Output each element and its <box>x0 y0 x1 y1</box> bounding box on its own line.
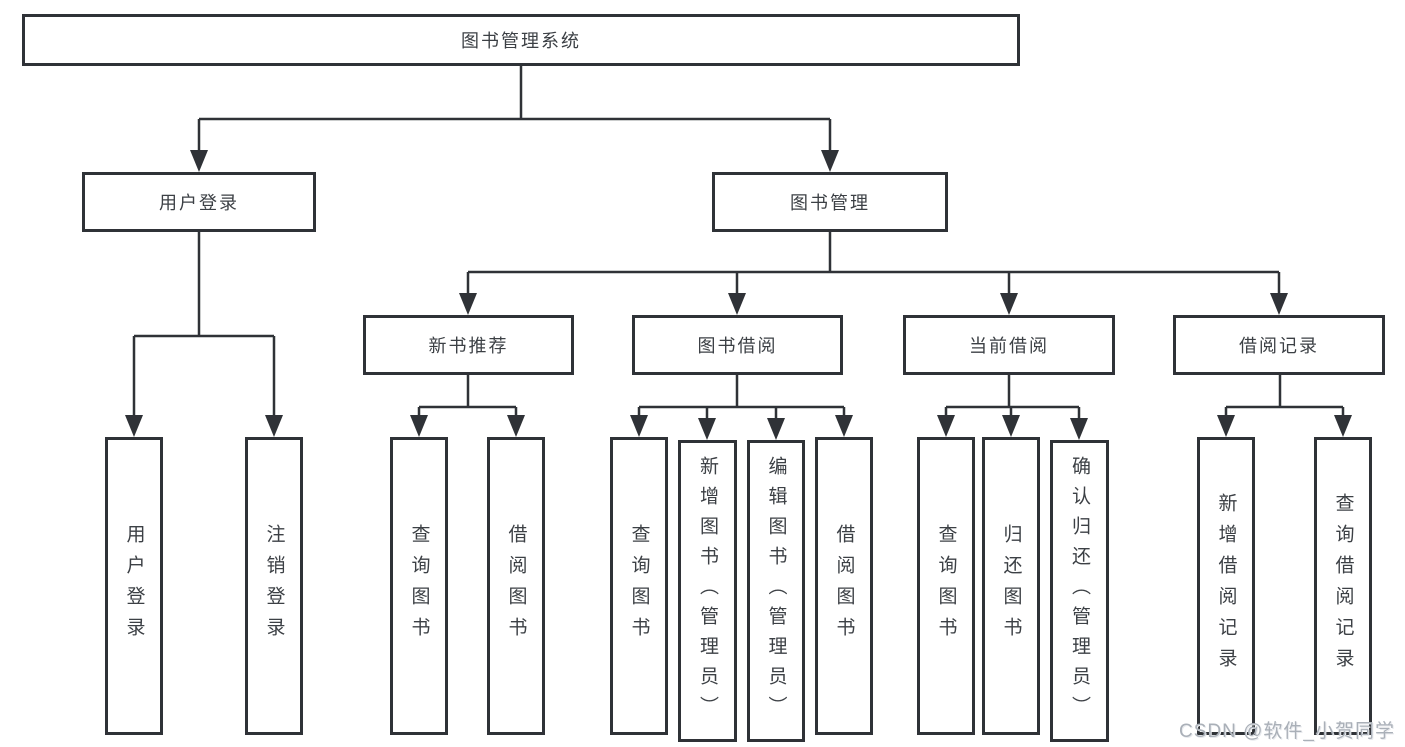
leaf-br-query-record-label: 查询借阅记录 <box>1332 493 1354 679</box>
leaf-cb-confirm-return-admin: 确认归还（管理员） <box>1050 440 1109 742</box>
leaf-nb-query-books-label: 查询图书 <box>408 524 430 648</box>
leaf-br-query-record: 查询借阅记录 <box>1314 437 1372 735</box>
leaf-br-add-record: 新增借阅记录 <box>1197 437 1255 735</box>
node-current-borrowing: 当前借阅 <box>903 315 1115 375</box>
leaf-nb-query-books: 查询图书 <box>390 437 448 735</box>
node-root-label: 图书管理系统 <box>461 31 581 51</box>
node-book-borrowing: 图书借阅 <box>632 315 843 375</box>
node-book-management-label: 图书管理 <box>790 193 870 213</box>
leaf-user-login-label: 用户登录 <box>123 524 145 648</box>
leaf-user-login: 用户登录 <box>105 437 163 735</box>
node-book-borrowing-label: 图书借阅 <box>697 336 778 356</box>
node-root: 图书管理系统 <box>22 14 1020 66</box>
leaf-bb-edit-books-admin-label: 编辑图书（管理员） <box>765 456 787 726</box>
node-current-borrowing-label: 当前借阅 <box>969 336 1049 356</box>
leaf-logout-label: 注销登录 <box>263 524 285 648</box>
leaf-bb-borrow-books: 借阅图书 <box>815 437 873 735</box>
leaf-bb-add-books-admin: 新增图书（管理员） <box>678 440 737 742</box>
leaf-nb-borrow-books: 借阅图书 <box>487 437 545 735</box>
leaf-cb-return-books: 归还图书 <box>982 437 1040 735</box>
watermark: CSDN @软件_小贺同学 <box>1179 721 1395 742</box>
leaf-logout: 注销登录 <box>245 437 303 735</box>
node-borrowing-records: 借阅记录 <box>1173 315 1385 375</box>
leaf-bb-query-books-label: 查询图书 <box>628 524 650 648</box>
leaf-bb-add-books-admin-label: 新增图书（管理员） <box>697 456 718 726</box>
leaf-nb-borrow-books-label: 借阅图书 <box>505 524 527 648</box>
node-new-book-recommendation-label: 新书推荐 <box>428 336 509 356</box>
node-user-login-label: 用户登录 <box>159 193 239 213</box>
leaf-cb-confirm-return-admin-label: 确认归还（管理员） <box>1069 456 1090 726</box>
node-borrowing-records-label: 借阅记录 <box>1239 336 1319 356</box>
node-new-book-recommendation: 新书推荐 <box>363 315 574 375</box>
leaf-br-add-record-label: 新增借阅记录 <box>1215 493 1237 679</box>
leaf-cb-query-books-label: 查询图书 <box>935 524 957 648</box>
node-user-login: 用户登录 <box>82 172 316 232</box>
leaf-cb-query-books: 查询图书 <box>917 437 975 735</box>
leaf-bb-edit-books-admin: 编辑图书（管理员） <box>747 440 805 742</box>
leaf-bb-query-books: 查询图书 <box>610 437 668 735</box>
leaf-bb-borrow-books-label: 借阅图书 <box>833 524 855 648</box>
node-book-management: 图书管理 <box>712 172 948 232</box>
leaf-cb-return-books-label: 归还图书 <box>1000 524 1022 648</box>
